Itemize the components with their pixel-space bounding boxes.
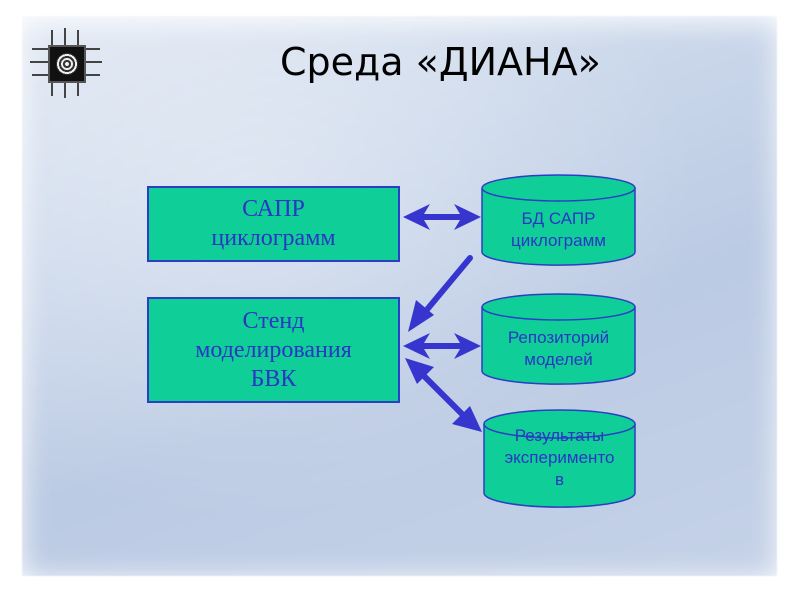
cad-block-line2: циклограмм	[211, 225, 336, 251]
results-cylinder[interactable]: Результаты эксперименто в	[483, 408, 636, 508]
arrow-db-to-stand-head	[408, 300, 434, 332]
models-repo-cylinder[interactable]: Репозиторий моделей	[481, 293, 636, 385]
cylinder-shape	[481, 293, 636, 385]
arrow-stand-head	[405, 358, 434, 384]
cad-db-line2: циклограмм	[511, 231, 606, 250]
cylinder-shape	[483, 409, 636, 508]
cad-block-line1: САПР	[242, 196, 305, 222]
spiral-emblem-icon	[56, 53, 78, 75]
results-line3: в	[554, 470, 565, 489]
cad-db-line1: БД САПР	[521, 209, 596, 228]
stand-block-line2: моделирования	[195, 336, 352, 363]
cylinder-shape	[481, 174, 636, 266]
cad-db-cylinder[interactable]: БД САПР циклограмм	[481, 174, 636, 266]
models-repo-line1: Репозиторий	[507, 328, 610, 347]
stand-block[interactable]: Стенд моделирования БВК	[147, 297, 400, 403]
arrow-stand-to-models	[403, 333, 481, 359]
results-line2: эксперименто	[504, 448, 615, 467]
cad-block[interactable]: САПР циклограмм	[147, 186, 400, 262]
arrow-results-head	[452, 406, 482, 432]
models-repo-line2: моделей	[524, 350, 593, 369]
slide-title: Среда «ДИАНА»	[280, 40, 601, 84]
stand-block-line1: Стенд	[242, 307, 305, 334]
arrow-stand-to-results-shaft	[417, 369, 471, 423]
results-line1: Результаты	[514, 426, 605, 445]
arrow-db-to-stand-shaft	[417, 255, 473, 321]
arrow-cad-to-db	[403, 204, 481, 230]
circuit-board-background	[22, 16, 777, 576]
stand-block-line3: БВК	[250, 365, 297, 392]
